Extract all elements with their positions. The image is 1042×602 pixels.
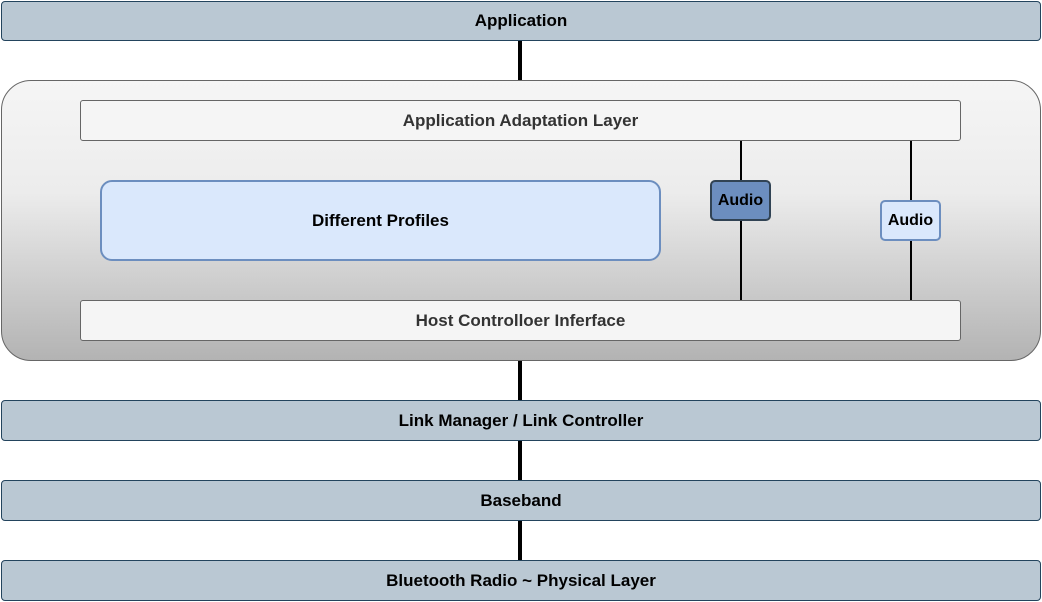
adaptation-label: Application Adaptation Layer [402, 110, 639, 130]
radio-label: Bluetooth Radio ~ Physical Layer [386, 570, 656, 590]
hci-layer: Host Controlloer Inferface [80, 300, 961, 341]
application-label: Application [474, 11, 568, 30]
link-manager-layer: Link Manager / Link Controller [1, 400, 1041, 441]
baseband-layer: Baseband [1, 480, 1041, 521]
connector-link-baseband [518, 440, 522, 481]
audio-box-light: Audio [880, 200, 941, 241]
audio-box-dark: Audio [710, 180, 771, 221]
link-manager-label: Link Manager / Link Controller [398, 410, 644, 430]
audio-light-label: Audio [887, 211, 934, 229]
baseband-label: Baseband [480, 490, 562, 510]
application-layer: Application [1, 1, 1041, 41]
connector-baseband-radio [518, 520, 522, 561]
profiles-box: Different Profiles [100, 180, 661, 261]
connector-host-link [518, 360, 522, 401]
hci-label: Host Controlloer Inferface [415, 310, 626, 330]
connector-app-host [518, 40, 522, 80]
profiles-label: Different Profiles [312, 210, 449, 230]
adaptation-layer: Application Adaptation Layer [80, 100, 961, 141]
radio-layer: Bluetooth Radio ~ Physical Layer [1, 560, 1041, 601]
audio-dark-label: Audio [717, 191, 764, 209]
